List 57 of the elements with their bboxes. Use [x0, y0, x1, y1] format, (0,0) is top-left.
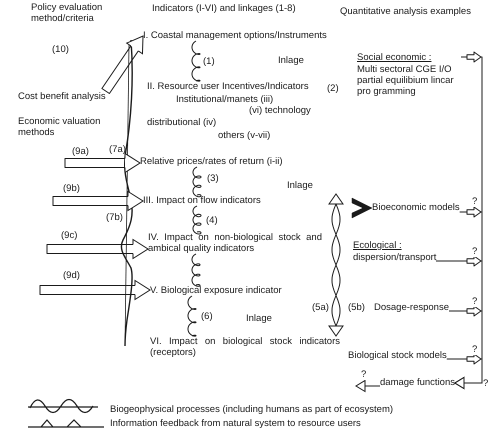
- category-heading: Social economic :: [357, 52, 432, 63]
- edge-label: (10): [52, 44, 69, 55]
- edge-label: (9b): [63, 183, 80, 194]
- coil-connector: [192, 206, 202, 234]
- indicator-subitem: Institutional/manets (iii): [176, 94, 274, 105]
- model-text: damage functions: [380, 377, 455, 388]
- indicator-text: IV. Impact on non-biological stock and ambical quality indicators: [148, 232, 322, 254]
- linkage-number: (7a): [109, 144, 126, 155]
- indicator-subitem: Relative prices/rates of return (i-ii): [140, 156, 283, 167]
- indicator-subitem: (vi) technology: [249, 105, 311, 116]
- annotation-text: Inlage: [246, 313, 272, 324]
- method-text: Economic valuation methods: [18, 116, 102, 138]
- method-text: Cost benefit analysis: [18, 91, 106, 102]
- legend-text: Information feedback from natural system to resource users: [110, 418, 361, 429]
- indicator-text: VI. Impact on biological stock indicators (receptors): [150, 336, 340, 358]
- model-text: Biological stock models: [348, 350, 447, 361]
- annotation-text: Inlage: [287, 180, 313, 191]
- linkage-number: (2): [327, 83, 339, 94]
- edge-label: ?: [361, 369, 366, 380]
- indicator-text: V. Biological exposure indicator: [150, 285, 282, 296]
- indicator-subitem: distributional (iv): [147, 117, 216, 128]
- edge-label: ?: [472, 344, 478, 355]
- indicator-heading: II. Resource user Incentives/Indicators: [147, 81, 309, 92]
- model-text: Bioeconomic models: [372, 202, 460, 213]
- edge-label: ?: [472, 246, 478, 257]
- legend-text: Biogeophysical processes (including humans as part of ecosystem): [110, 404, 394, 415]
- column-heading: Policy evaluation method/criteria: [31, 2, 104, 24]
- twisted-double-arrow: [328, 194, 344, 336]
- edge-label: (6): [201, 311, 213, 322]
- linkage-number: (7b): [106, 212, 123, 223]
- question-mark: ?: [483, 378, 488, 389]
- coil-connector: [192, 40, 200, 82]
- category-heading: Ecological :: [353, 240, 402, 251]
- edge-label: ?: [472, 196, 478, 207]
- feedback-arrow: [446, 354, 482, 389]
- indicator-subitem: others (v-vii): [218, 130, 270, 141]
- small-arrow: [356, 380, 380, 392]
- edge-label: (4): [206, 215, 218, 226]
- linkage-number: (5a): [312, 302, 329, 313]
- edge-label: (9a): [72, 146, 89, 157]
- indicator-text: I. Coastal management options/Instruments: [143, 30, 327, 41]
- edge-label: (3): [207, 173, 219, 184]
- indicator-text: III. Impact on flow indicators: [143, 195, 261, 206]
- edge-label: (9c): [61, 230, 78, 241]
- edge-label: ?: [472, 296, 478, 307]
- edge-label: (9d): [63, 270, 80, 281]
- column-heading: Indicators (I-VI) and linkages (1-8): [152, 3, 296, 14]
- model-list-text: Multi sectoral CGE I/O partial equilibium lincar pro gramming: [357, 64, 455, 97]
- model-text: dispersion/transport: [353, 252, 436, 263]
- coil-connector: [192, 166, 202, 198]
- edge-label: (1): [203, 56, 215, 67]
- column-heading: Quantitative analysis examples: [340, 6, 471, 17]
- coil-connector: [188, 296, 196, 337]
- annotation-text: Inlage: [278, 55, 304, 66]
- coil-connector: [192, 254, 200, 287]
- model-text: Dosage-response: [374, 302, 449, 313]
- linkage-number: (5b): [348, 302, 365, 313]
